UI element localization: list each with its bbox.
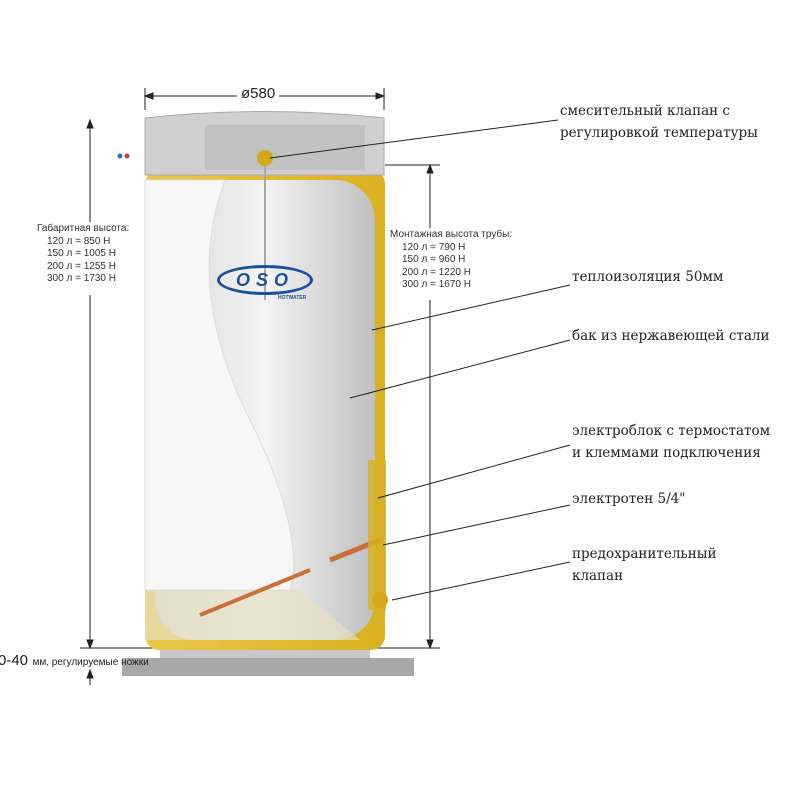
callout-stainless-tank: бак из нержавеющей стали (572, 328, 770, 344)
pipe-height-row: 300 л = 1670 Н (402, 279, 471, 290)
callout-text: регулировкой температуры (560, 125, 758, 141)
oso-logo: OSO (217, 265, 313, 295)
pipe-height-table: Монтажная высота трубы: 120 л = 790 Н 15… (390, 229, 512, 292)
pipe-height-row: 120 л = 790 Н (402, 241, 466, 253)
mixing-valve (257, 150, 273, 166)
cold-connection-dot (117, 153, 123, 159)
callout-text: и клеммами подключения (572, 445, 761, 461)
overall-height-row: 200 л = 1255 Н (47, 260, 116, 272)
callout-text: электроблок с термостатом (572, 423, 771, 439)
safety-valve (372, 592, 388, 608)
callout-text: смесительный клапан с (560, 103, 730, 119)
callout-heating-element: электротен 5/4" (572, 491, 686, 507)
callout-leader-lines (269, 119, 571, 601)
feet-range: 0-40 (0, 652, 29, 669)
callout-safety-valve: предохранительный клапан (572, 543, 717, 587)
pipe-height-title: Монтажная высота трубы: (390, 229, 513, 240)
pipe-height-row: 150 л = 960 Н (402, 254, 466, 265)
callout-text: клапан (572, 568, 624, 584)
overall-height-row: 300 л = 1730 Н (47, 273, 116, 284)
overall-height-row: 120 л = 850 Н (47, 235, 111, 247)
top-compartment (205, 125, 365, 170)
logo-text: OSO (235, 270, 294, 290)
electric-block (368, 460, 386, 610)
heating-element (199, 568, 311, 617)
callout-mixing-valve: смесительный клапан с регулировкой темпе… (560, 100, 758, 144)
callout-text: предохранительный (572, 546, 717, 562)
floor-base (122, 658, 414, 676)
overall-height-row: 150 л = 1005 Н (47, 248, 116, 259)
diameter-label: ø580 (237, 84, 280, 104)
feet-note: 0-40 мм, регулируемые ножки (0, 652, 149, 670)
bottom-section (145, 590, 360, 640)
overall-height-title: Габаритная высота: (37, 223, 130, 234)
overall-height-table: Габаритная высота: 120 л = 850 Н 150 л =… (37, 223, 129, 286)
dimension-lines (80, 88, 440, 685)
pipe-height-row: 200 л = 1220 Н (402, 266, 471, 278)
feet-description: мм, регулируемые ножки (32, 657, 149, 668)
brand-subtitle: HOTWATER (278, 295, 307, 301)
hot-connection-dot (124, 153, 130, 159)
outer-casing (144, 179, 295, 591)
callout-electric-block: электроблок с термостатом и клеммами под… (572, 420, 770, 464)
callout-insulation: теплоизоляция 50мм (572, 269, 724, 285)
